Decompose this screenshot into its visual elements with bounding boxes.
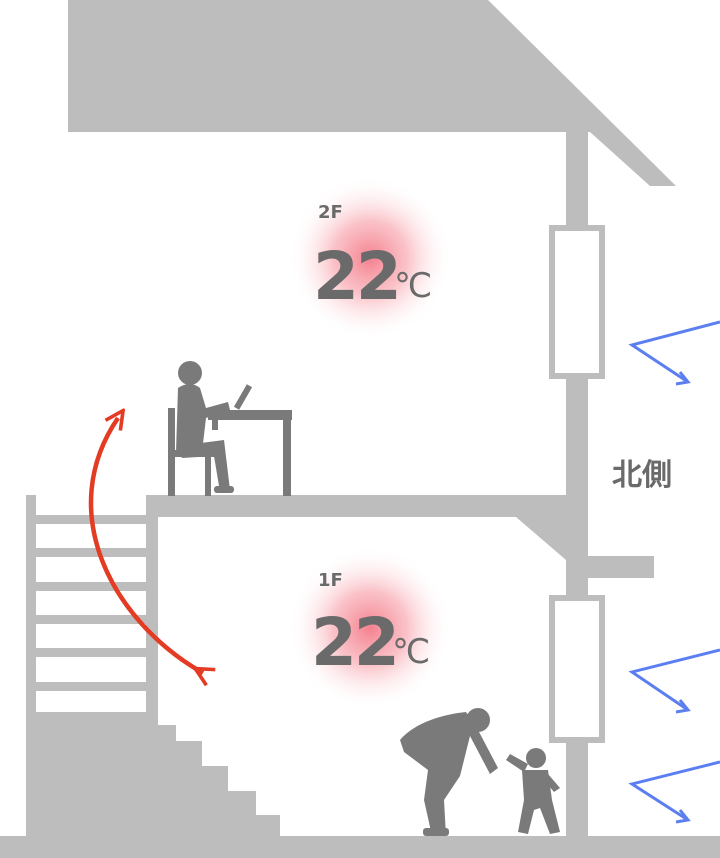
warm-glow-2f [288, 176, 452, 340]
toddler-icon [506, 748, 560, 834]
north-side-label: 北側 [612, 458, 672, 493]
window-2f [549, 225, 605, 379]
ceiling-corner-1f [516, 517, 566, 560]
roof [68, 0, 676, 186]
floor-label-1f: 1F [318, 570, 343, 591]
eave-between-floors [588, 556, 654, 578]
window-1f [549, 595, 605, 743]
person-studying-icon [168, 361, 292, 496]
temperature-unit-2f: ℃ [394, 266, 433, 306]
temperature-value-2f: 22 [313, 238, 402, 315]
ground-floor [0, 836, 720, 858]
floor-label-2f: 2F [318, 202, 343, 223]
temperature-unit-1f: ℃ [392, 632, 431, 672]
warm-air-circulation-arrow-icon [88, 418, 203, 673]
cold-wind-arrow-icon [628, 320, 720, 824]
adult-icon [400, 708, 498, 836]
staircase [26, 495, 280, 836]
temperature-value-1f: 22 [311, 604, 400, 681]
second-floor-slab [146, 495, 566, 517]
warm-glow-1f [288, 546, 452, 710]
